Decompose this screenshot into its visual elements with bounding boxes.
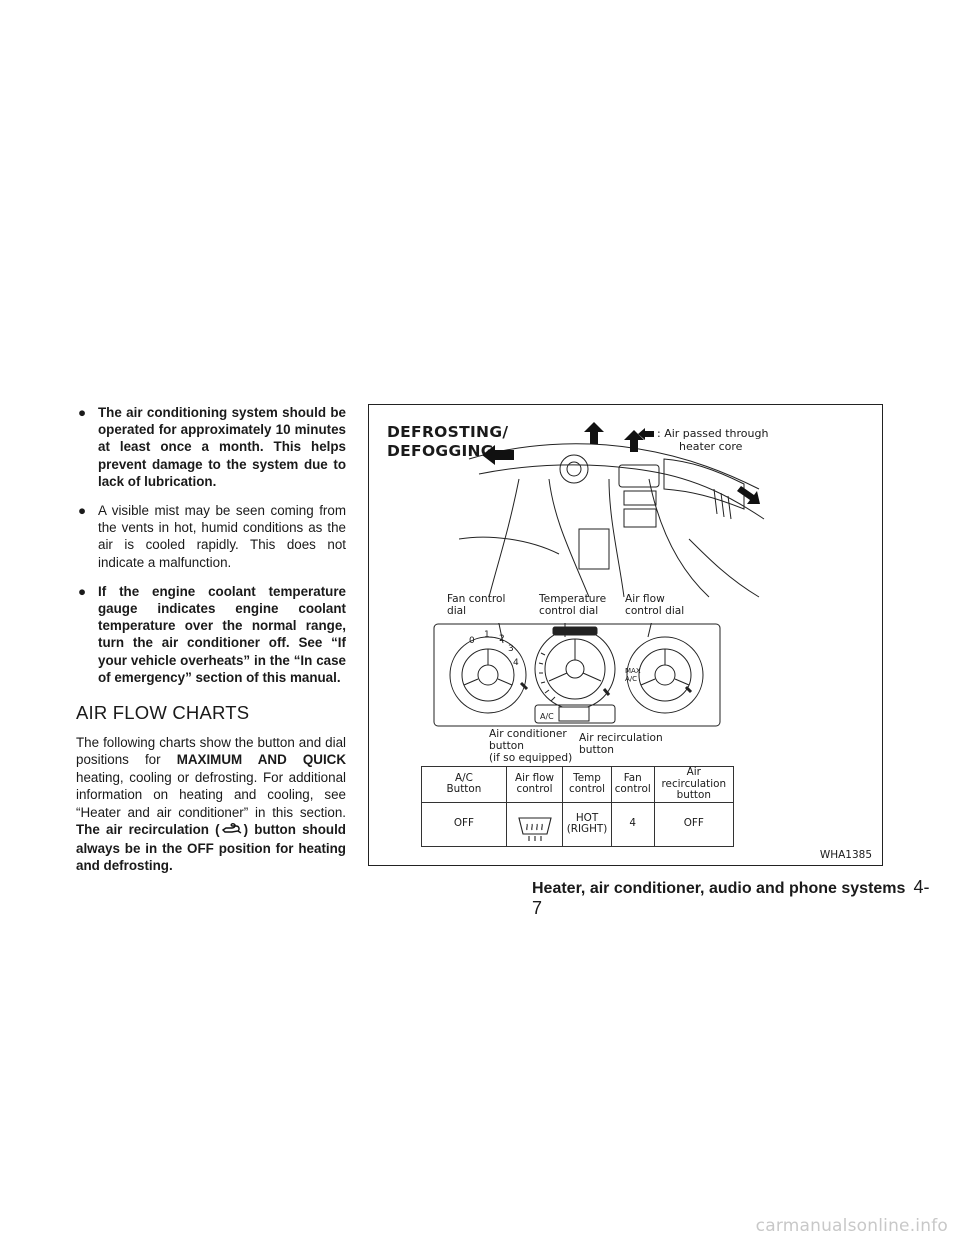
- airflow-arrow-icon: [737, 486, 760, 504]
- recirculation-icon: [220, 821, 244, 839]
- bullet-ac-operation: ● The air conditioning system should be …: [76, 404, 346, 490]
- airflow-arrow-icon: [482, 445, 514, 465]
- left-column: ● The air conditioning system should be …: [76, 404, 346, 875]
- fan-tick-1: 1: [484, 630, 490, 640]
- page-number: 4-7: [532, 877, 930, 918]
- fan-tick-4: 4: [513, 658, 519, 668]
- col-fan-control: Fan control: [610, 766, 655, 803]
- fan-tick-2: 2: [499, 634, 505, 644]
- page-footer: Heater, air conditioner, audio and phone…: [532, 877, 932, 919]
- col-temp-control: Temp control: [562, 766, 612, 803]
- label-recirculation-button: Air recirculation button: [579, 732, 663, 757]
- bullet-coolant-warning: ● If the engine coolant temperature gaug…: [76, 583, 346, 686]
- cell-recirculation-button: OFF: [653, 801, 735, 847]
- airflow-arrow-icon: [624, 430, 644, 452]
- control-panel-illustration: 0 1 2 3 4 A/C MAX A/C: [433, 594, 721, 732]
- panel-ac-text: A/C: [540, 712, 554, 721]
- label-fan-control: Fan control dial: [447, 593, 506, 618]
- defrost-icon: [517, 817, 552, 841]
- col-recirculation-button: Air recirculation button: [653, 766, 735, 803]
- bullet-marker: ●: [78, 583, 87, 599]
- cell-temp-control: HOT (RIGHT): [562, 801, 612, 847]
- bullet-text: If the engine coolant temperature gauge …: [98, 583, 346, 685]
- footer-section-title: Heater, air conditioner, audio and phone…: [532, 880, 906, 897]
- section-heading: AIR FLOW CHARTS: [76, 702, 250, 724]
- bullet-text: The air conditioning system should be op…: [98, 405, 346, 489]
- legend-line-2: heater core: [679, 440, 743, 453]
- cell-ac-button: OFF: [421, 801, 507, 847]
- para-bold-3: ) button should always be in the OFF pos…: [76, 822, 346, 874]
- bullet-marker: ●: [78, 503, 87, 519]
- heated-air-arrow-icon: [637, 427, 655, 444]
- fan-tick-3: 3: [508, 644, 514, 654]
- cell-airflow-control: [505, 801, 564, 847]
- para-text-2: heating, cooling or defrosting. For addi…: [76, 769, 346, 820]
- airflow-arrow-icon: [584, 422, 604, 444]
- airflow-chart-table: A/C Button Air flow control Temp control…: [421, 766, 735, 847]
- table-header-row: A/C Button Air flow control Temp control…: [421, 766, 735, 803]
- legend-line-1: : Air passed through: [657, 427, 769, 440]
- label-airflow-control: Air flow control dial: [625, 593, 685, 618]
- dashboard-illustration: [458, 419, 789, 604]
- label-temperature-control: Temperature control dial: [539, 593, 607, 618]
- cell-fan-control: 4: [610, 801, 655, 847]
- bullet-text: A visible mist may be seen coming from t…: [98, 503, 346, 570]
- figure-legend: : Air passed through heater core: [638, 427, 769, 453]
- para-bold-1: MAXIMUM AND QUICK: [176, 752, 347, 768]
- col-ac-button: A/C Button: [421, 766, 507, 803]
- airflow-figure: DEFROSTING/ DEFOGGING : Air passed throu…: [368, 404, 883, 866]
- site-watermark: carmanualsonline.info: [755, 1216, 948, 1236]
- bullet-marker: ●: [78, 405, 87, 420]
- col-airflow-control: Air flow control: [505, 766, 564, 803]
- table-row: OFF HOT (RIGHT) 4 OFF: [421, 801, 735, 847]
- fan-tick-0: 0: [469, 636, 475, 646]
- label-ac-button: Air conditioner button (if so equipped): [489, 728, 573, 765]
- para-text-1: The following charts show the button and…: [76, 735, 346, 768]
- figure-title: DEFROSTING/ DEFOGGING: [387, 423, 509, 460]
- panel-max-ac-text: MAX A/C: [625, 667, 641, 683]
- bullet-visible-mist: ● A visible mist may be seen coming from…: [76, 502, 346, 571]
- section-paragraph: The following charts show the button and…: [76, 734, 346, 875]
- figure-code: WHA1385: [819, 849, 872, 861]
- para-bold-2: The air recirculation (: [76, 822, 220, 838]
